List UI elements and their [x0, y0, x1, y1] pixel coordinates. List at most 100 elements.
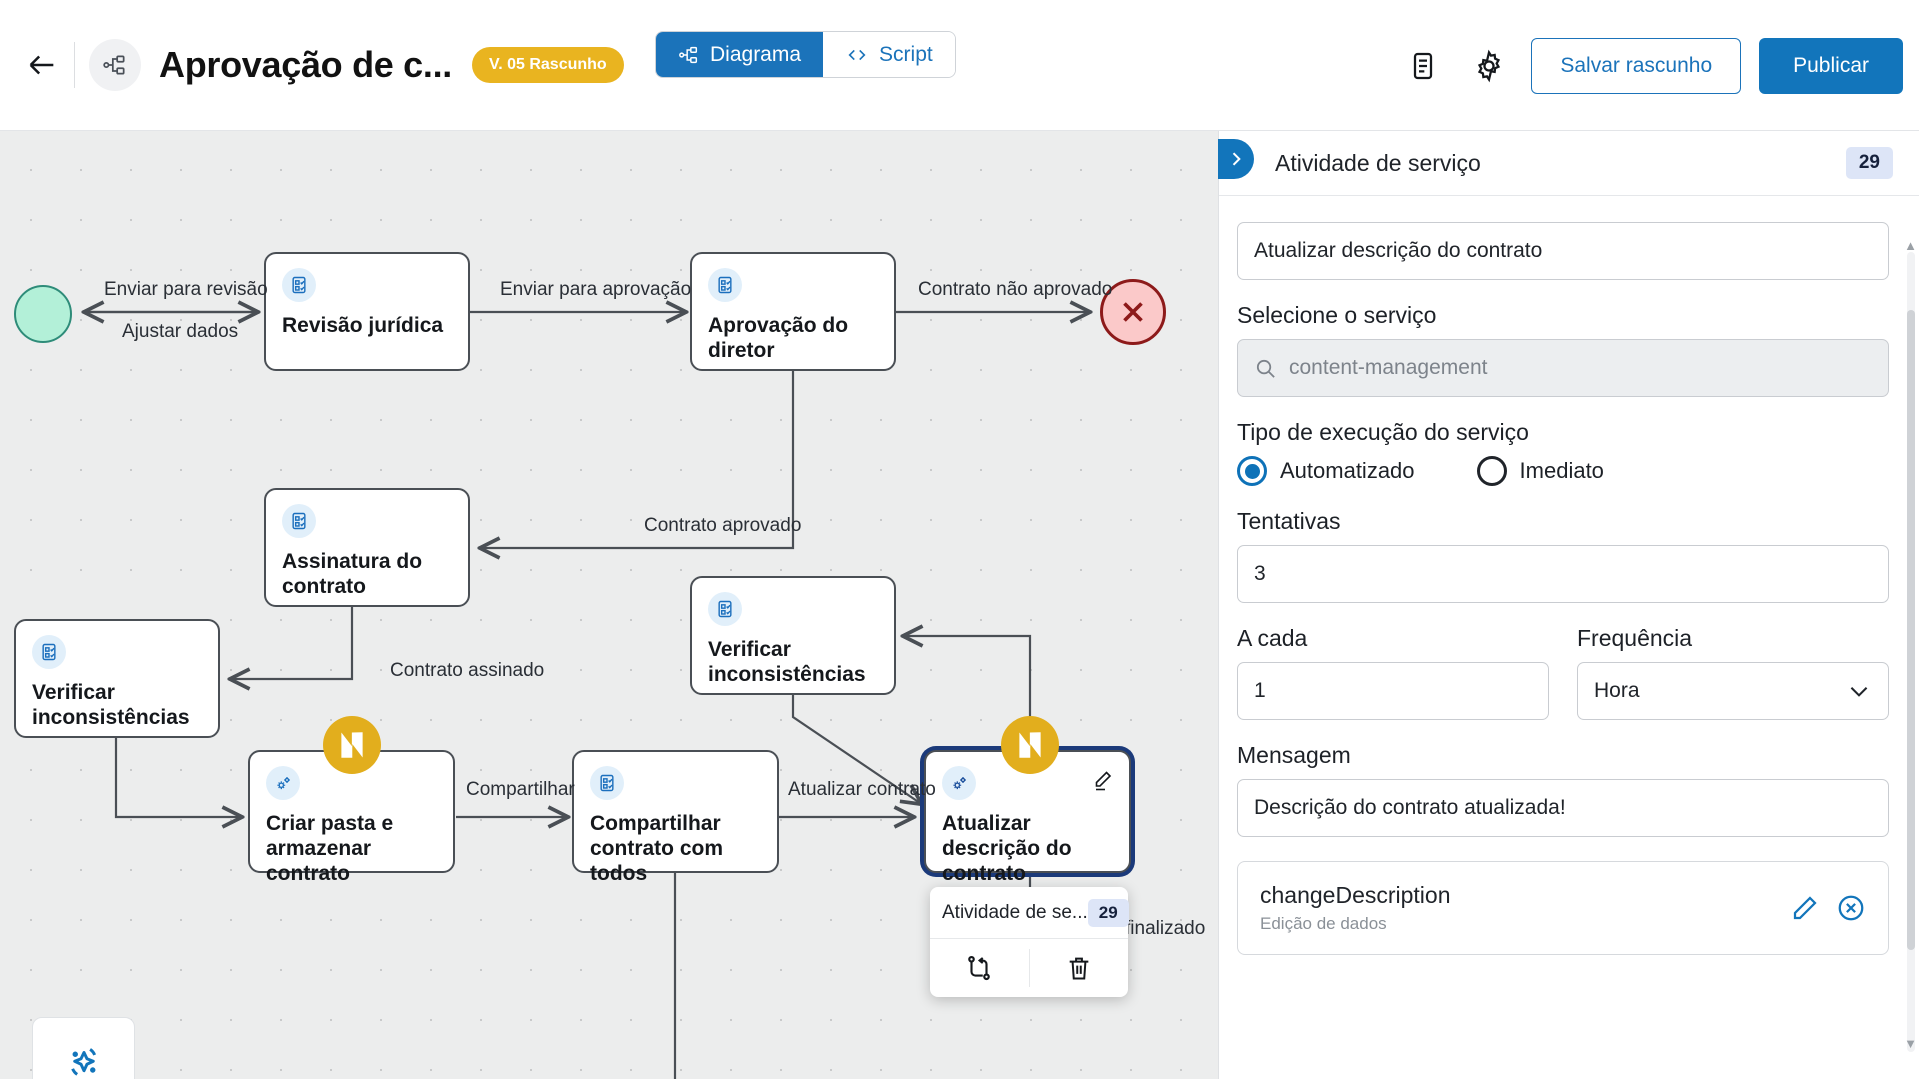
tab-script[interactable]: Script	[823, 32, 955, 77]
header-divider	[74, 42, 75, 88]
user-task-icon	[282, 268, 316, 302]
canvas-tool-card	[32, 1017, 135, 1079]
sparkle-ai-icon	[70, 1048, 96, 1076]
save-draft-button[interactable]: Salvar rascunho	[1531, 37, 1742, 94]
service-select-label: Selecione o serviço	[1237, 302, 1437, 328]
pencil-icon	[1095, 771, 1112, 791]
notification-badge-icon[interactable]	[323, 716, 381, 774]
node-revisao-juridica[interactable]: Revisão jurídica	[264, 252, 470, 371]
radio-imediato-label: Imediato	[1519, 458, 1604, 483]
diagram-canvas[interactable]: Revisão jurídica Aprovação do diretor As…	[0, 131, 1218, 1079]
gear-icon	[1478, 49, 1501, 82]
notification-badge-icon[interactable]	[1001, 716, 1059, 774]
close-icon	[1123, 302, 1143, 322]
node-label: Aprovação do diretor	[708, 314, 849, 362]
settings-button[interactable]	[1465, 42, 1513, 90]
scroll-down-arrow-icon[interactable]: ▼	[1904, 1036, 1917, 1051]
panel-body: Atualizar descrição do contrato Selecion…	[1219, 196, 1919, 1079]
node-context-popup: Atividade de se... 29	[930, 887, 1129, 997]
user-task-icon	[32, 635, 66, 669]
attempts-input[interactable]: 3	[1237, 545, 1889, 603]
node-label: Assinatura do contrato	[282, 550, 423, 598]
frequency-select[interactable]: Hora	[1577, 662, 1889, 720]
ai-assistant-button[interactable]	[63, 1042, 105, 1079]
panel-collapse-button[interactable]	[1218, 139, 1254, 179]
popup-divider	[1028, 949, 1030, 987]
document-notes-icon	[1414, 52, 1433, 79]
chevron-right-icon	[1232, 152, 1241, 166]
execution-type-group: Automatizado Imediato	[1237, 456, 1889, 486]
node-delete-button[interactable]	[1030, 939, 1129, 997]
message-label: Mensagem	[1237, 742, 1351, 768]
remove-circle-icon	[1838, 895, 1864, 921]
app-header: Aprovação de c... V. 05 Rascunho Diagram…	[0, 0, 1919, 131]
header-actions: Salvar rascunho Publicar	[1399, 0, 1903, 131]
user-task-icon	[708, 592, 742, 626]
node-label: Atualizar descrição do contrato	[942, 812, 1072, 885]
edge-label: Contrato assinado	[390, 660, 545, 681]
scroll-up-arrow-icon[interactable]: ▲	[1904, 238, 1917, 253]
activity-name-input[interactable]: Atualizar descrição do contrato	[1237, 222, 1889, 280]
search-icon	[1256, 359, 1275, 378]
publish-button[interactable]: Publicar	[1759, 37, 1903, 94]
node-label: Verificar inconsistências	[32, 681, 190, 729]
radio-selected-icon	[1237, 456, 1267, 486]
user-task-icon	[708, 268, 742, 302]
radio-imediato[interactable]: Imediato	[1476, 456, 1604, 486]
node-popup-title: Atividade de se...	[942, 902, 1088, 923]
view-mode-switch: Diagrama Script	[655, 31, 956, 78]
properties-panel: Atividade de serviço 29 Atualizar descri…	[1218, 131, 1919, 1079]
node-label: Criar pasta e armazenar contrato	[266, 812, 394, 885]
execution-type-label: Tipo de execução do serviço	[1237, 419, 1529, 445]
node-verificar-inconsistencias-right[interactable]: Verificar inconsistências	[690, 576, 896, 695]
every-input[interactable]: 1	[1237, 662, 1549, 720]
tab-diagrama[interactable]: Diagrama	[656, 32, 824, 77]
panel-scrollbar-thumb[interactable]	[1907, 310, 1915, 950]
service-search-placeholder: content-management	[1289, 356, 1488, 379]
version-badge: V. 05 Rascunho	[472, 47, 624, 83]
data-card-edit-button[interactable]	[1790, 893, 1820, 923]
edge-label: Compartilhar	[466, 779, 575, 800]
workflow-icon	[89, 39, 141, 91]
edge-label: Atualizar contrato	[788, 779, 936, 800]
edge-label: Contrato aprovado	[644, 515, 802, 536]
node-branch-button[interactable]	[930, 939, 1029, 997]
data-card-text: changeDescription Edição de dados	[1260, 882, 1451, 934]
error-end-event-node[interactable]	[1100, 279, 1166, 345]
node-edit-button[interactable]	[1091, 768, 1115, 797]
trash-icon	[1069, 957, 1089, 980]
radio-unselected-icon	[1476, 456, 1507, 486]
node-popup-count: 29	[1087, 899, 1129, 927]
node-atualizar-descricao-contrato[interactable]: Atualizar descrição do contrato	[924, 750, 1131, 885]
arrow-left-icon	[29, 55, 54, 75]
tab-diagrama-label: Diagrama	[710, 42, 802, 66]
n-glyph-icon	[1019, 732, 1041, 758]
node-compartilhar-contrato[interactable]: Compartilhar contrato com todos	[572, 750, 779, 885]
data-card-subtitle: Edição de dados	[1260, 914, 1387, 933]
data-card-remove-button[interactable]	[1836, 893, 1866, 923]
back-button[interactable]	[14, 37, 70, 93]
interval-fields: A cada 1 Frequência Hora	[1237, 603, 1889, 720]
node-verificar-inconsistencias-left[interactable]: Verificar inconsistências	[14, 619, 220, 738]
user-task-icon	[282, 504, 316, 538]
start-event-node[interactable]	[14, 285, 72, 343]
notes-button[interactable]	[1399, 42, 1447, 90]
message-input[interactable]: Descrição do contrato atualizada!	[1237, 779, 1889, 837]
edge-label: Contrato não aprovado	[918, 279, 1113, 300]
node-label: Verificar inconsistências	[708, 638, 866, 686]
pencil-icon	[1793, 896, 1817, 920]
edge-label: Ajustar dados	[122, 321, 239, 342]
every-label: A cada	[1237, 625, 1308, 651]
panel-scrollbar[interactable]	[1907, 252, 1915, 1052]
node-assinatura-do-contrato[interactable]: Assinatura do contrato	[264, 488, 470, 607]
radio-automatizado[interactable]: Automatizado	[1237, 456, 1415, 486]
edge-label: Enviar para revisão	[104, 279, 268, 300]
service-task-icon	[266, 766, 300, 800]
node-aprovacao-do-diretor[interactable]: Aprovação do diretor	[690, 252, 896, 371]
service-search-input[interactable]: content-management	[1237, 339, 1889, 397]
attempts-label: Tentativas	[1237, 508, 1341, 534]
data-edit-card: changeDescription Edição de dados	[1237, 861, 1889, 955]
n-glyph-icon	[341, 732, 363, 758]
frequency-label: Frequência	[1577, 625, 1693, 651]
data-card-actions	[1790, 893, 1866, 923]
